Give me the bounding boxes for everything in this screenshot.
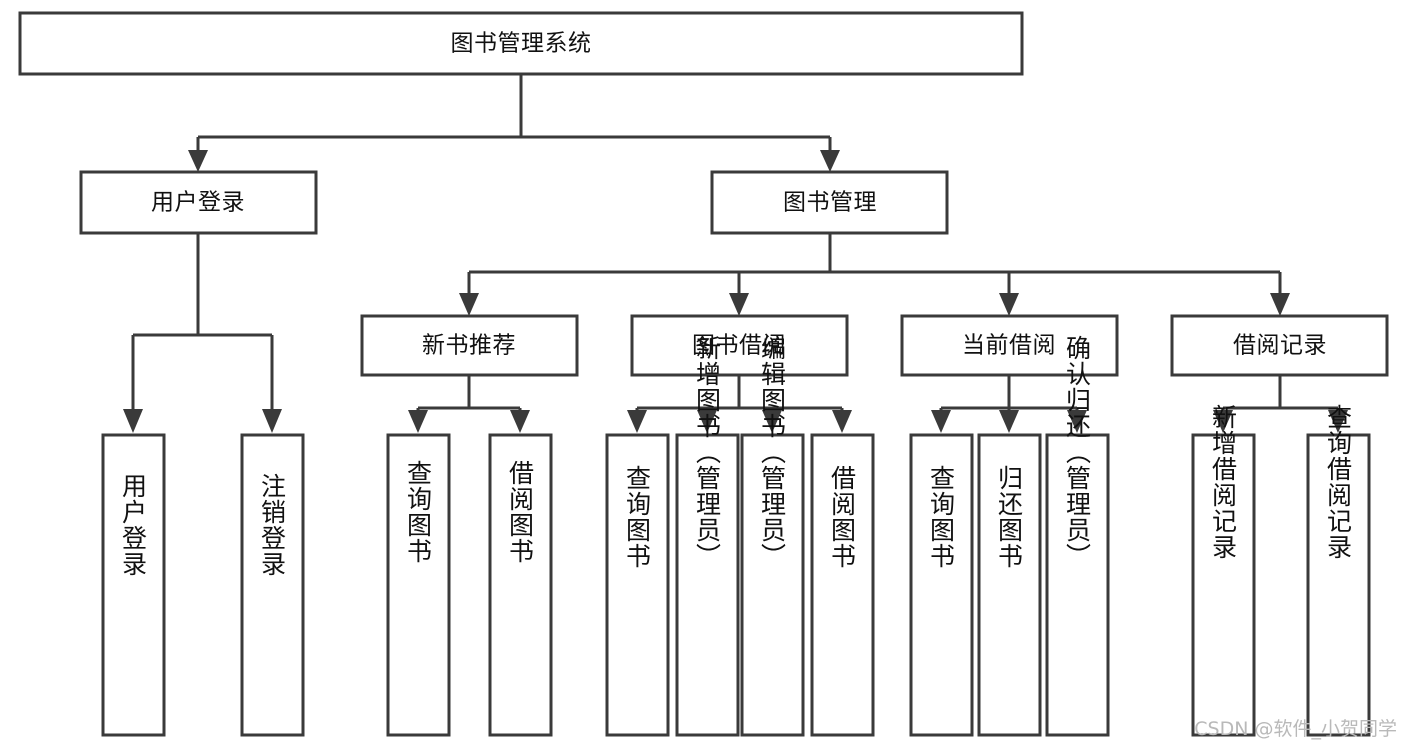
leaf-user-login-logout-box[interactable] xyxy=(240,433,305,737)
leaf-bb-edit-book-box[interactable] xyxy=(740,433,805,737)
connector-layer xyxy=(123,74,1348,433)
node-book-management[interactable]: 图书管理 xyxy=(710,170,949,235)
node-borrow-record-box[interactable] xyxy=(1170,314,1389,377)
arrow-head-br-leaf-2 xyxy=(1328,410,1348,433)
leaf-bb-query-book-label: 查询图书 xyxy=(623,465,652,569)
leaf-bb-edit-book[interactable]: 编辑图书（管理员） xyxy=(740,335,805,737)
node-current-borrow-box[interactable] xyxy=(900,314,1119,377)
arrow-head-cb-leaf-2 xyxy=(999,410,1019,433)
node-new-book-recommend-label: 新书推荐 xyxy=(422,333,516,359)
arrow-head-new-book xyxy=(459,293,479,316)
leaf-bb-add-book-box[interactable] xyxy=(675,433,740,737)
leaf-nbr-borrow-book-label: 借阅图书 xyxy=(506,460,535,564)
node-book-borrow-label: 图书借阅 xyxy=(692,333,786,359)
leaf-nbr-borrow-book[interactable]: 借阅图书 xyxy=(488,433,553,737)
leaf-br-add-record[interactable]: 新增借阅记录 xyxy=(1191,404,1256,737)
leaf-user-login-logout-label: 注销登录 xyxy=(258,473,287,577)
leaf-bb-edit-book-label: 编辑图书（管理员） xyxy=(758,335,787,569)
arrow-head-leaf-logout xyxy=(262,409,282,433)
node-borrow-record[interactable]: 借阅记录 xyxy=(1170,314,1389,377)
leaf-cb-return-book-label: 归还图书 xyxy=(995,465,1024,569)
arrow-head-user-login xyxy=(188,150,208,172)
leaf-br-add-record-box[interactable] xyxy=(1191,433,1256,737)
arrow-head-bb-leaf-1 xyxy=(627,410,647,433)
leaf-cb-confirm-return-box[interactable] xyxy=(1045,433,1110,737)
leaf-user-login-logout[interactable]: 注销登录 xyxy=(240,433,305,737)
node-new-book-recommend-box[interactable] xyxy=(360,314,579,377)
arrow-head-book-mgmt xyxy=(820,150,840,172)
arrow-head-leaf-user-login xyxy=(123,409,143,433)
leaf-cb-query-book[interactable]: 查询图书 xyxy=(909,433,974,737)
node-book-borrow[interactable]: 图书借阅 xyxy=(630,314,849,377)
leaf-bb-query-book-box[interactable] xyxy=(605,433,670,737)
arrow-head-bb-leaf-4 xyxy=(832,410,852,433)
node-borrow-record-label: 借阅记录 xyxy=(1233,333,1327,359)
arrow-head-nbr-leaf-1 xyxy=(408,410,428,433)
leaf-bb-add-book[interactable]: 新增图书（管理员） xyxy=(675,335,740,737)
leaf-user-login-login-box[interactable] xyxy=(101,433,166,737)
leaf-bb-borrow-book[interactable]: 借阅图书 xyxy=(810,433,875,737)
leaf-br-add-record-label: 新增借阅记录 xyxy=(1209,404,1238,560)
arrow-head-br-leaf-1 xyxy=(1213,410,1233,433)
node-current-borrow[interactable]: 当前借阅 xyxy=(900,314,1119,377)
arrow-head-nbr-leaf-2 xyxy=(510,410,530,433)
node-book-management-box[interactable] xyxy=(710,170,949,235)
leaf-bb-query-book[interactable]: 查询图书 xyxy=(605,433,670,737)
node-user-login-box[interactable] xyxy=(79,170,318,235)
leaf-cb-query-book-box[interactable] xyxy=(909,433,974,737)
arrow-head-book-borrow xyxy=(729,293,749,316)
leaf-br-query-record-box[interactable] xyxy=(1306,433,1371,737)
node-user-login-label: 用户登录 xyxy=(151,190,245,216)
leaf-br-query-record-label: 查询借阅记录 xyxy=(1324,404,1353,560)
node-root-system[interactable]: 图书管理系统 xyxy=(18,11,1024,76)
arrow-head-cb-leaf-3 xyxy=(1067,410,1087,433)
arrow-head-bb-leaf-3 xyxy=(762,410,782,433)
leaf-nbr-query-book-box[interactable] xyxy=(386,433,451,737)
node-book-borrow-box[interactable] xyxy=(630,314,849,377)
leaf-cb-return-book-box[interactable] xyxy=(977,433,1042,737)
leaf-nbr-query-book[interactable]: 查询图书 xyxy=(386,433,451,737)
arrow-head-current-borrow xyxy=(999,293,1019,316)
node-book-management-label: 图书管理 xyxy=(783,190,877,216)
arrow-head-bb-leaf-2 xyxy=(697,410,717,433)
leaf-user-login-login-label: 用户登录 xyxy=(119,473,148,577)
leaf-bb-add-book-label: 新增图书（管理员） xyxy=(693,335,722,569)
leaf-cb-return-book[interactable]: 归还图书 xyxy=(977,433,1042,737)
arrow-head-cb-leaf-1 xyxy=(931,410,951,433)
leaf-bb-borrow-book-label: 借阅图书 xyxy=(828,465,857,569)
leaf-cb-confirm-return-label: 确认归还（管理员） xyxy=(1063,335,1092,569)
node-root-system-box[interactable] xyxy=(18,11,1024,76)
leaf-cb-query-book-label: 查询图书 xyxy=(927,465,956,569)
node-current-borrow-label: 当前借阅 xyxy=(962,333,1056,359)
leaf-nbr-query-book-label: 查询图书 xyxy=(404,460,433,564)
node-root-system-label: 图书管理系统 xyxy=(451,31,592,57)
leaf-br-query-record[interactable]: 查询借阅记录 xyxy=(1306,404,1371,737)
leaf-user-login-login[interactable]: 用户登录 xyxy=(101,433,166,737)
leaf-nbr-borrow-book-box[interactable] xyxy=(488,433,553,737)
leaf-bb-borrow-book-box[interactable] xyxy=(810,433,875,737)
leaf-cb-confirm-return[interactable]: 确认归还（管理员） xyxy=(1045,335,1110,737)
node-new-book-recommend[interactable]: 新书推荐 xyxy=(360,314,579,377)
node-user-login[interactable]: 用户登录 xyxy=(79,170,318,235)
arrow-head-borrow-record xyxy=(1270,293,1290,316)
